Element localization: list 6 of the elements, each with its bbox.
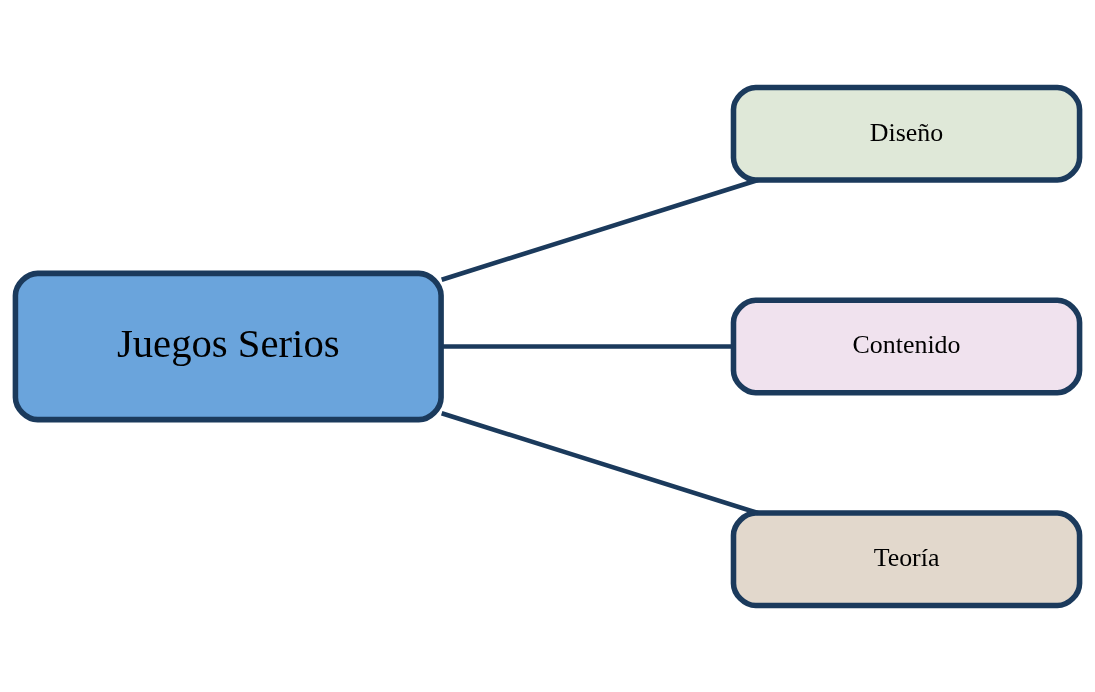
node-box: Juegos Serios <box>12 270 444 422</box>
node-box: Teoría <box>730 509 1083 608</box>
node-box: Contenido <box>730 296 1083 396</box>
node-box: Diseño <box>730 84 1083 183</box>
connector <box>441 343 734 349</box>
connector <box>441 410 759 515</box>
